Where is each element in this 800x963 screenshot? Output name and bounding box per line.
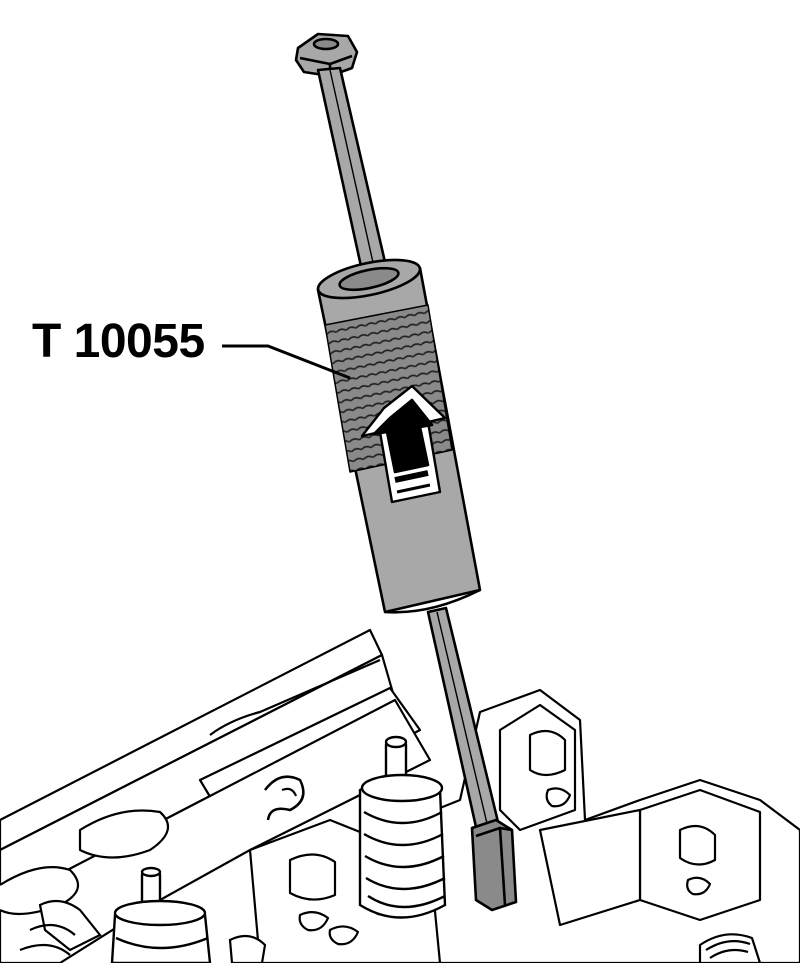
arrow-up-icon xyxy=(360,384,447,504)
slide-hammer-tool xyxy=(294,32,518,912)
tool-part-number-label: T 10055 xyxy=(32,315,205,368)
valve-spring xyxy=(358,735,447,919)
callout-leader-line xyxy=(222,344,351,380)
cylinder-head xyxy=(0,628,800,963)
wiring-connector xyxy=(19,899,267,963)
valve-spring-left xyxy=(110,866,212,963)
